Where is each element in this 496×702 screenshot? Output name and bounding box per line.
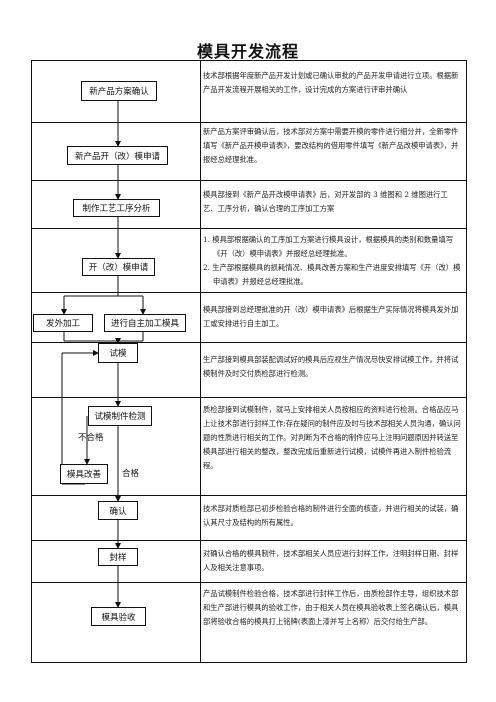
desc-step-3: 模具部接到《新产品开改模申请表》后，对开发部的 3 维图和 2 维图进行工艺、工…: [203, 190, 448, 213]
box-mold-improvement: 模具改善: [60, 464, 108, 484]
row-divider: [31, 292, 467, 293]
desc-step-5: 模具部接到总经理批准的开（改）模申请表》后根据生产实际情况将模具发外加工或安排进…: [203, 305, 459, 328]
row-divider: [31, 397, 467, 398]
label-pass: 合格: [122, 469, 140, 479]
box-mold-request: 新产品开（改）模申请: [67, 146, 168, 165]
box-process-analysis: 制作工艺工序分析: [73, 199, 160, 217]
desc-step-4: 1. 模具部根据确认的工序加工方案进行模具设计，根据模具的类别和数量填写《开（改…: [203, 233, 461, 289]
desc-step-2: 新产品方案评审确认后，技术部对方案中需要开模的零件进行细分并，全新零件填写《新产…: [203, 127, 459, 164]
row-divider: [31, 342, 467, 343]
row-divider: [31, 540, 467, 541]
page-title: 模具开发流程: [196, 42, 299, 61]
box-trial-mold: 试模: [98, 343, 138, 363]
desc-step-9: 对确认合格的模具制件，技术部相关人员应进行封样工作，注明封样日期、封样人及相关注…: [203, 549, 459, 572]
box-seal-sample: 封样: [98, 548, 138, 566]
box-new-product-confirm: 新产品方案确认: [81, 81, 157, 101]
desc-step-7: 质检部接到试模制件，就马上安排相关人员按相应的资料进行检测。合格品应马上让技术部…: [203, 405, 461, 470]
row-divider: [31, 582, 467, 583]
box-confirm: 确认: [98, 501, 138, 520]
row-divider: [31, 228, 467, 229]
row-divider: [31, 495, 467, 496]
row-divider: [31, 122, 467, 123]
desc-step-4-item: 2. 生产部根据模具的损耗情况、模具改善方案和生产进度安排填写《开（改）模申请表…: [203, 263, 461, 286]
desc-step-4-item: 1. 模具部根据确认的工序加工方案进行模具设计，根据模具的类别和数量填写《开（改…: [203, 235, 454, 258]
desc-step-10: 产品试模制件检验合格，技术部进行封样工作后，由质检部作主导，组织技术部和生产部进…: [203, 589, 459, 626]
desc-step-8: 技术部对质检部已初步检验合格的制件进行全面的核查，并进行相关的试装，确认其尺寸及…: [203, 504, 459, 527]
box-self-machining: 进行自主加工模具: [104, 314, 186, 332]
label-fail: 不合格: [78, 433, 104, 443]
process-table: [31, 60, 467, 663]
box-mold-acceptance: 模具验收: [91, 607, 146, 626]
box-open-mold-request: 开（改）模申请: [82, 258, 155, 276]
row-divider: [31, 180, 467, 181]
desc-step-6: 生产部接到模具部装配调试好的模具后应视生产情况尽快安排试模工作，并将试模制件及时…: [203, 355, 459, 378]
desc-step-1: 技术部根据年度新产品开发计划或已确认审批的产品开发申请进行立项。根据新产品开发流…: [203, 71, 459, 94]
box-outsource: 发外加工: [33, 314, 93, 332]
box-part-inspection: 试模制件检测: [88, 406, 152, 426]
column-divider: [200, 60, 201, 663]
